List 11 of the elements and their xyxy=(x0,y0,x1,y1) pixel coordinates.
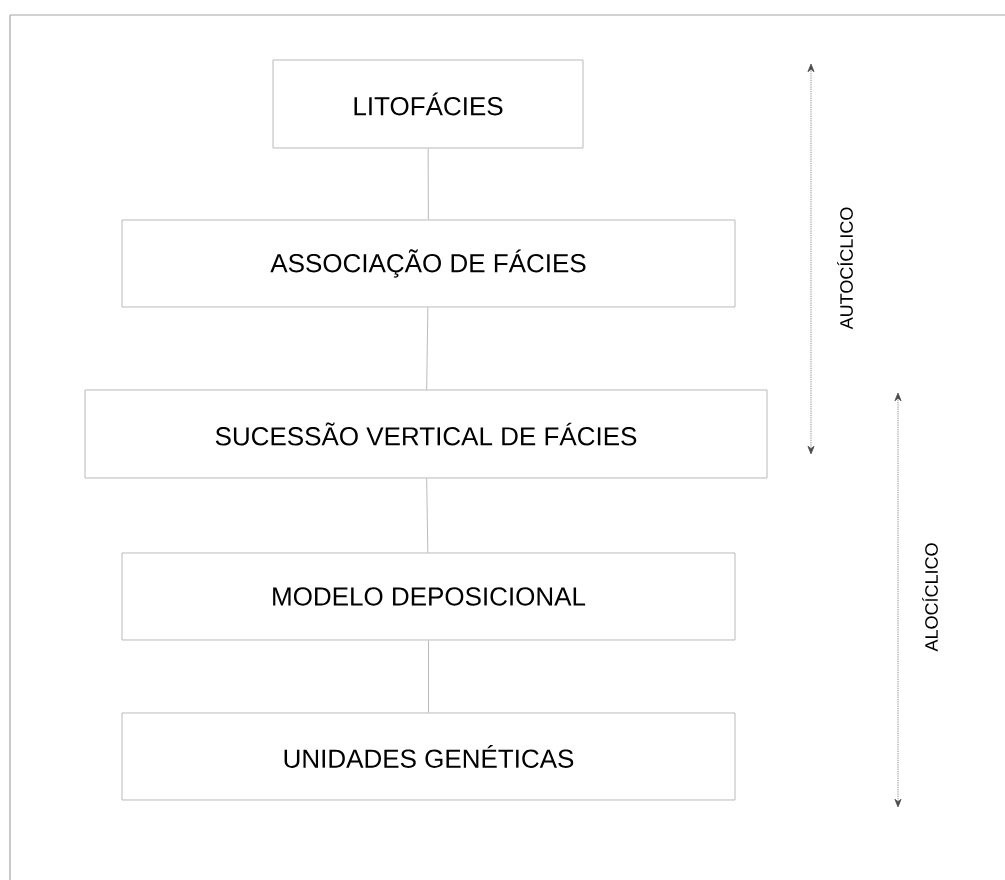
range-label: AUTOCÍCLICO xyxy=(837,207,853,330)
process-box: SUCESSÃO VERTICAL DE FÁCIES xyxy=(84,389,768,479)
process-box: MODELO DEPOSICIONAL xyxy=(121,552,736,641)
range-label: ALOCÍCLICO xyxy=(922,543,938,652)
connector-line xyxy=(427,148,429,220)
process-box: UNIDADES GENÉTICAS xyxy=(121,712,736,801)
connector-line xyxy=(426,307,429,390)
process-box: ASSOCIAÇÃO DE FÁCIES xyxy=(121,219,736,308)
process-box: LITOFÁCIES xyxy=(272,59,584,149)
connector-line xyxy=(428,640,429,713)
connector-line xyxy=(426,478,429,553)
